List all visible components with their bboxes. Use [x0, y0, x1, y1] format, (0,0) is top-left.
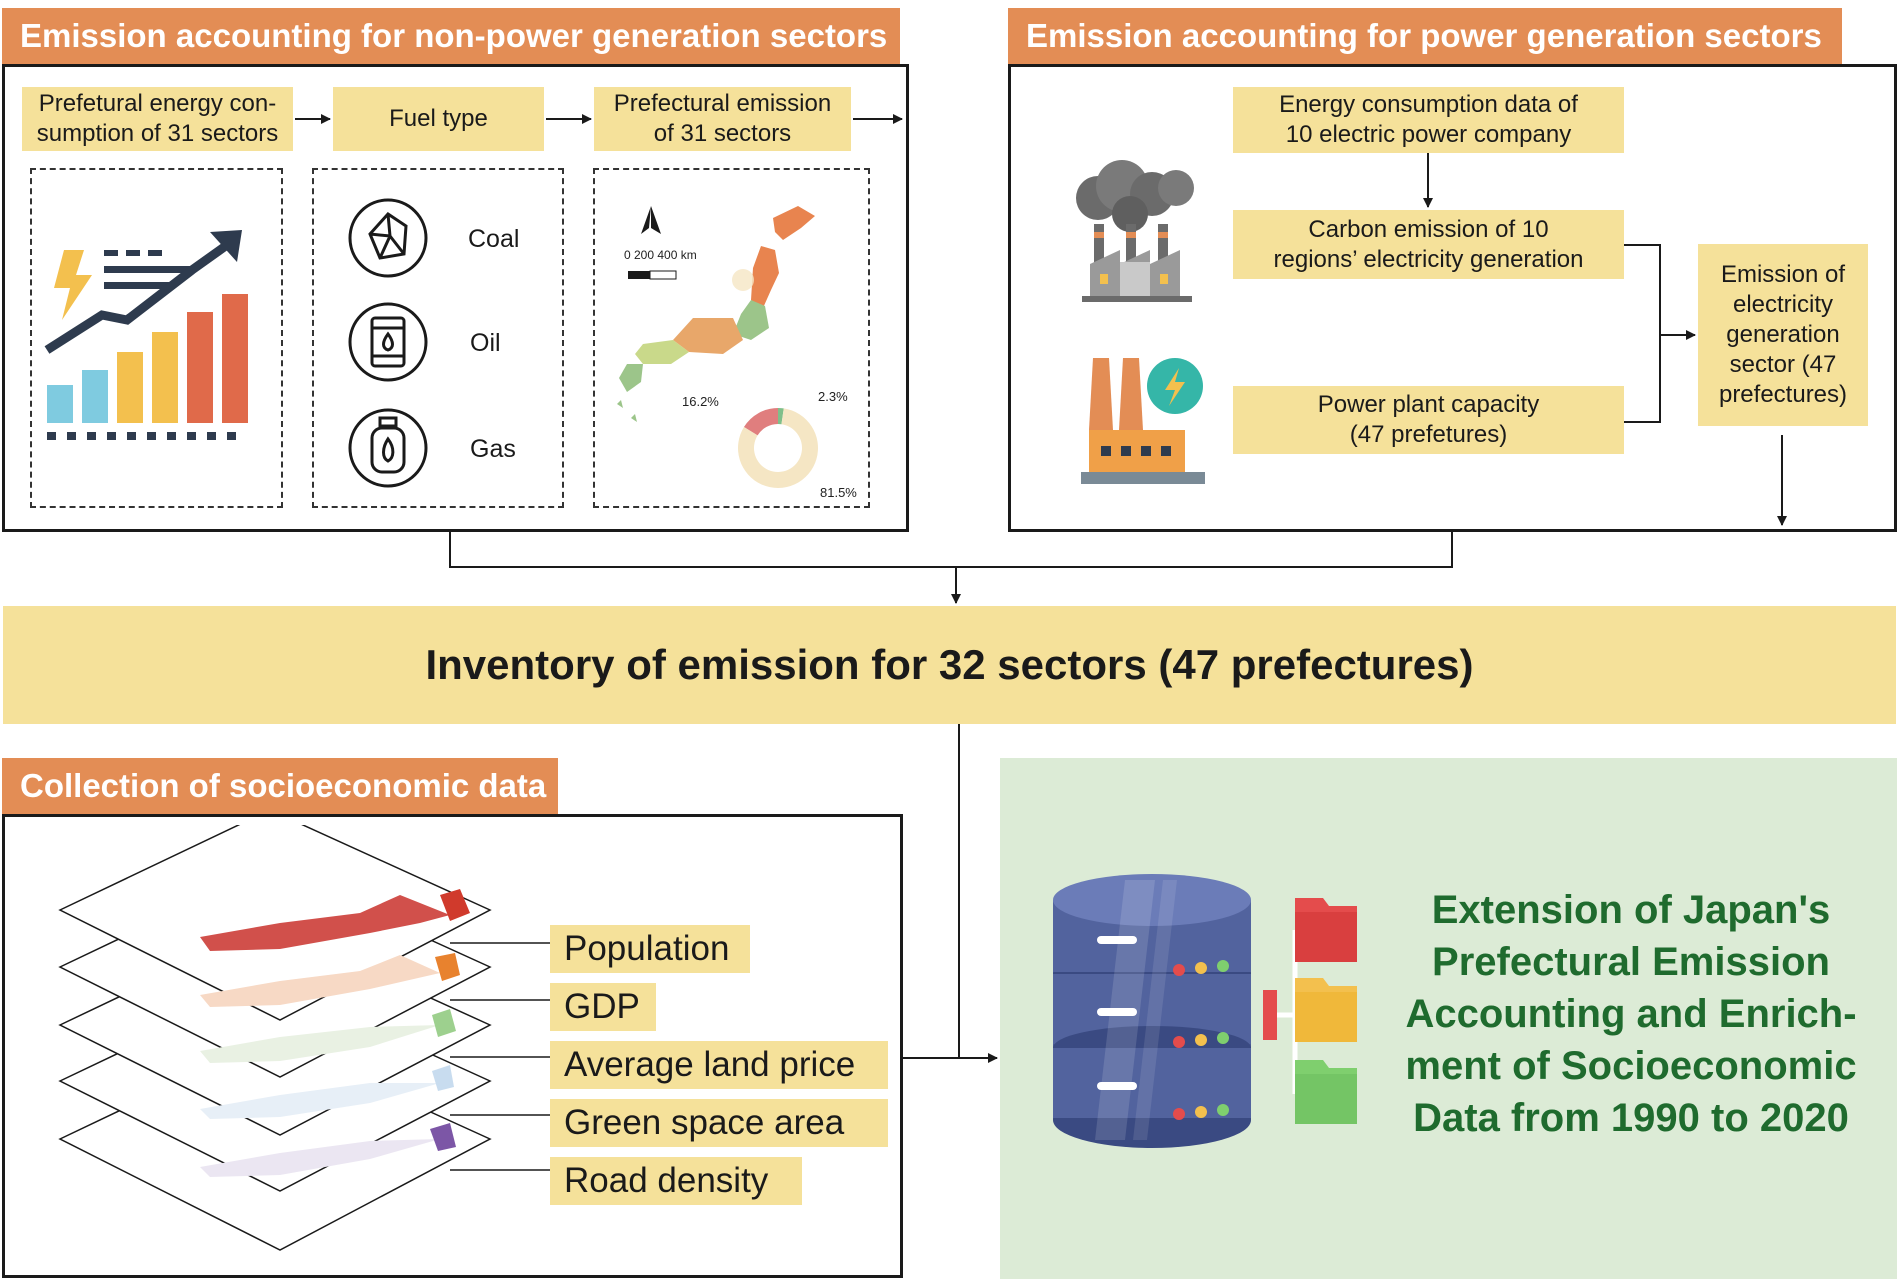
oil-icon — [348, 302, 428, 382]
inventory-title: Inventory of emission for 32 sectors (47… — [425, 641, 1474, 688]
merge-line — [449, 532, 1453, 568]
gas-icon — [348, 408, 428, 488]
layer-stack — [58, 825, 550, 1251]
fuel-label-oil: Oil — [470, 329, 501, 357]
donut-slice-1 — [743, 408, 778, 436]
north-arrow-icon — [641, 206, 661, 234]
box-emission-electricity-sector: Emission of electricity generation secto… — [1698, 244, 1868, 426]
non-power-panel — [2, 64, 909, 532]
fuel-label-gas: Gas — [470, 435, 516, 463]
power-plant-icon — [1081, 358, 1205, 484]
scale-bar-icon — [628, 271, 650, 279]
power-panel — [1008, 64, 1897, 532]
donut-slice-3 — [738, 408, 818, 488]
growth-chart-frame — [30, 168, 283, 508]
fuel-label-coal: Coal — [468, 225, 520, 253]
layer-tag-gdp: GDP — [550, 983, 656, 1031]
bracket-power — [1624, 244, 1661, 423]
donut-label-2: 2.3% — [818, 389, 848, 404]
layer-tag-green-space: Green space area — [550, 1099, 888, 1147]
map-scale-text: 0 200 400 km — [624, 248, 697, 262]
fuel-icons — [348, 198, 428, 488]
arrow-inventory-extension — [958, 724, 998, 1063]
layer-tag-road-density: Road density — [550, 1157, 802, 1205]
non-power-header: Emission accounting for non-power genera… — [2, 8, 900, 64]
socio-panel — [2, 814, 903, 1278]
factory-smoke-icon — [1076, 160, 1194, 302]
growth-chart-icon — [44, 230, 248, 440]
step-prefectural-emission: Prefectural emission of 31 sectors — [594, 87, 851, 151]
donut-label-1: 16.2% — [682, 394, 719, 409]
emission-map-frame — [593, 168, 870, 508]
box-energy-consumption-power: Energy consumption data of 10 electric p… — [1233, 87, 1624, 153]
map-donut — [738, 408, 818, 488]
layer-tag-land-price: Average land price — [550, 1041, 888, 1089]
box-carbon-emission-regions: Carbon emission of 10 regions’ electrici… — [1233, 210, 1624, 279]
step-fuel-type: Fuel type — [333, 87, 544, 151]
donut-label-3: 81.5% — [820, 485, 857, 500]
box-power-plant-capacity: Power plant capacity (47 prefetures) — [1233, 386, 1624, 454]
donut-slice-2 — [778, 408, 784, 425]
step-energy-consumption: Prefetural energy con- sumption of 31 se… — [22, 87, 293, 151]
power-header: Emission accounting for power generation… — [1008, 8, 1842, 64]
socio-header: Collection of socioeconomic data — [2, 758, 558, 814]
database-icon — [1053, 874, 1357, 1148]
japan-map — [617, 206, 815, 422]
coal-icon — [348, 198, 428, 278]
extension-title: Extension of Japan's Prefectural Emissio… — [1405, 888, 1857, 1140]
fuel-type-frame — [312, 168, 564, 508]
inventory-band: Inventory of emission for 32 sectors (47… — [3, 606, 1896, 724]
layer-tag-population: Population — [550, 925, 750, 973]
